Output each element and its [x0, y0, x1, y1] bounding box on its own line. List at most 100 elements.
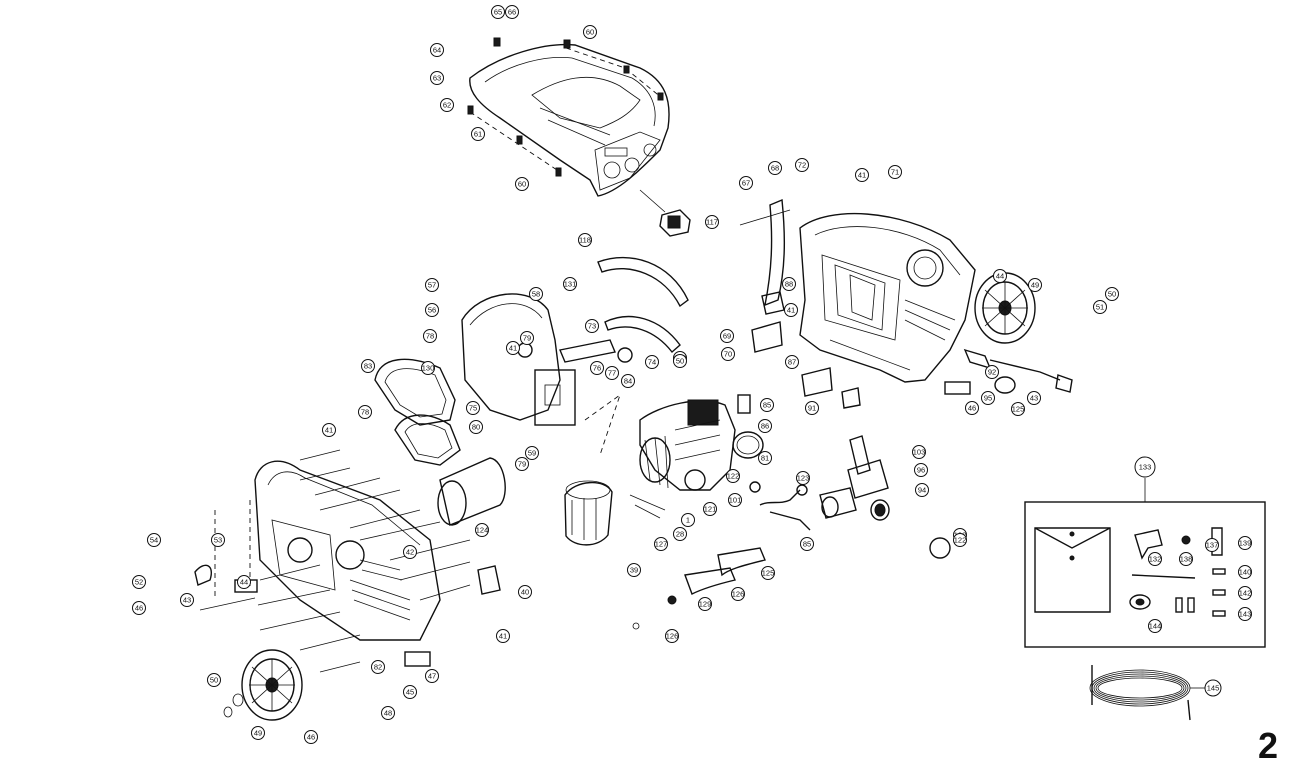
- part-callout: 85: [800, 537, 814, 551]
- part-number-label: 91: [808, 404, 816, 413]
- part-callout: 122: [953, 533, 967, 547]
- kit-label: 133: [1139, 463, 1152, 472]
- part-number-label: 68: [771, 164, 779, 173]
- part-callout: 41: [506, 341, 520, 355]
- part-callout: 49: [251, 726, 265, 740]
- part-number-label: 85: [763, 401, 771, 410]
- part-number-label: 45: [406, 688, 414, 697]
- part-callout: 58: [529, 287, 543, 301]
- part-callout: 81: [758, 451, 772, 465]
- part-number-label: 125: [1012, 405, 1025, 414]
- accessory-kit: [1024, 478, 1266, 648]
- hose-label: 145: [1207, 684, 1220, 693]
- part-number-label: 46: [307, 733, 315, 742]
- part-number-label: 50: [1108, 290, 1116, 299]
- part-callout: 84: [621, 374, 635, 388]
- part-callout: 56: [425, 303, 439, 317]
- part-number-label: 75: [469, 404, 477, 413]
- part-number-label: 54: [150, 536, 158, 545]
- part-number-label: 85: [803, 540, 811, 549]
- part-number-label: 131: [564, 280, 577, 289]
- part-callout: 96: [914, 463, 928, 477]
- part-number-label: 28: [676, 530, 684, 539]
- part-callout: 41: [784, 303, 798, 317]
- part-number-label: 86: [761, 422, 769, 431]
- part-number-label: 43: [183, 596, 191, 605]
- part-number-label: 67: [742, 179, 750, 188]
- part-callout: 137: [1205, 538, 1219, 552]
- part-callout: 46: [304, 730, 318, 744]
- part-callout: 54: [147, 533, 161, 547]
- part-callout: 132: [1148, 552, 1162, 566]
- part-callout: 91: [805, 401, 819, 415]
- part-number-label: 83: [364, 362, 372, 371]
- part-number-label: 118: [579, 236, 591, 245]
- part-number-label: 62: [443, 101, 451, 110]
- part-number-label: 65: [494, 8, 502, 17]
- part-callout: 61: [471, 127, 485, 141]
- pump-motor: [564, 394, 764, 546]
- part-callout: 62: [440, 98, 454, 112]
- part-callout: 122: [726, 469, 740, 483]
- part-number-label: 125: [762, 569, 775, 578]
- part-callout: 78: [358, 405, 372, 419]
- part-callout: 86: [758, 419, 772, 433]
- part-number-label: 130: [422, 364, 435, 373]
- part-callout: 83: [361, 359, 375, 373]
- part-number-label: 60: [586, 28, 594, 37]
- part-number-label: 129: [699, 600, 712, 609]
- part-number-label: 72: [798, 161, 806, 170]
- part-number-label: 94: [918, 486, 926, 495]
- part-callout: 72: [795, 158, 809, 172]
- part-number-label: 79: [523, 334, 531, 343]
- part-number-label: 77: [608, 369, 616, 378]
- part-callout: 139: [1238, 536, 1252, 550]
- part-callout: 131: [563, 277, 577, 291]
- part-number-label: 44: [996, 272, 1004, 281]
- part-callout: 41: [855, 168, 869, 182]
- part-callout: 127: [654, 537, 668, 551]
- part-callout: 76: [590, 361, 604, 375]
- part-number-label: 126: [666, 632, 679, 641]
- part-callout: 87: [785, 355, 799, 369]
- part-number-label: 61: [474, 130, 482, 139]
- part-number-label: 39: [630, 566, 638, 575]
- part-number-label: 103: [913, 448, 926, 457]
- part-callout: 79: [515, 457, 529, 471]
- part-number-label: 46: [135, 604, 143, 613]
- part-callout: 50: [1105, 287, 1119, 301]
- part-callout: 92: [985, 365, 999, 379]
- part-number-label: 42: [406, 548, 414, 557]
- part-callout: 41: [496, 629, 510, 643]
- part-callout: 88: [782, 277, 796, 291]
- part-number-label: 49: [1031, 281, 1039, 290]
- part-number-label: 71: [891, 168, 899, 177]
- part-callout: 28: [673, 527, 687, 541]
- part-number-label: 143: [1239, 610, 1252, 619]
- part-callout: 41: [322, 423, 336, 437]
- part-number-label: 41: [499, 632, 507, 641]
- part-number-label: 144: [1149, 622, 1162, 631]
- hose-coil: [1089, 665, 1205, 721]
- part-callout: 121: [703, 502, 717, 516]
- part-callout: 43: [180, 593, 194, 607]
- part-callout: 57: [425, 278, 439, 292]
- part-number-label: 40: [521, 588, 529, 597]
- part-callout: 103: [912, 445, 926, 459]
- part-callout: 44: [237, 575, 251, 589]
- part-callout: 44: [993, 269, 1007, 283]
- part-callout: 138: [1179, 552, 1193, 566]
- part-callout: 140: [1238, 565, 1252, 579]
- part-callout: 85: [760, 398, 774, 412]
- part-callout: 77: [605, 366, 619, 380]
- part-callout: 52: [132, 575, 146, 589]
- part-callout: 79: [520, 331, 534, 345]
- part-callout: 43: [1027, 391, 1041, 405]
- part-number-label: 117: [706, 218, 718, 227]
- part-number-label: 95: [984, 394, 992, 403]
- part-number-label: 49: [254, 729, 262, 738]
- part-number-label: 132: [1149, 555, 1162, 564]
- part-callout: 53: [211, 533, 225, 547]
- top-cover: [467, 37, 691, 237]
